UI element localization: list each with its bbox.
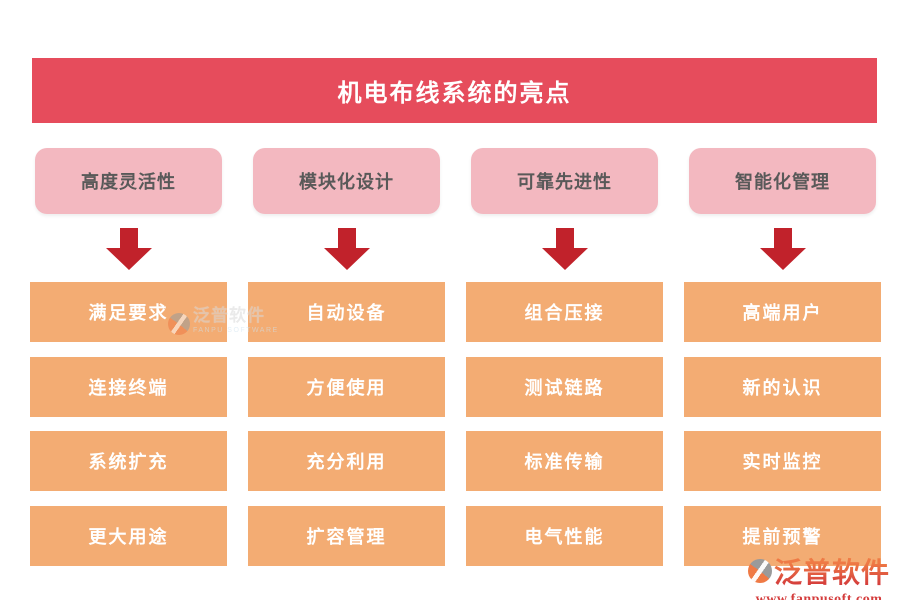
category-header-label: 高度灵活性 [81,172,176,192]
feature-box: 电气性能 [466,505,663,566]
feature-label: 测试链路 [524,377,605,398]
down-arrow-icon [759,228,806,270]
feature-label: 自动设备 [306,303,387,323]
down-arrow-icon [323,228,370,270]
page-title: 机电布线系统的亮点 [337,80,572,107]
feature-label: 新的认识 [742,377,823,398]
category-header: 模块化设计 [253,148,440,214]
feature-label: 更大用途 [88,526,169,547]
feature-label: 连接终端 [88,377,169,398]
feature-label: 电气性能 [524,526,605,547]
feature-label: 标准传输 [524,452,605,472]
feature-box: 标准传输 [466,431,663,491]
feature-box: 提前预警 [684,505,881,566]
down-arrow-icon [105,228,152,270]
columns-grid: 高度灵活性 满足要求 连接终端 系统扩充 更大用途 模块化设计 自动设备 方便使… [30,148,881,566]
feature-label: 方便使用 [306,377,387,398]
feature-label: 提前预警 [742,526,823,547]
item-list: 组合压接 测试链路 标准传输 电气性能 [466,282,663,566]
feature-box: 新的认识 [684,356,881,417]
feature-box: 高端用户 [684,282,881,342]
feature-label: 高端用户 [742,303,823,323]
footer-brand-url: www.fanpusoft.com [755,592,883,600]
feature-box: 自动设备 [248,282,445,342]
category-header-label: 智能化管理 [735,172,830,192]
feature-box: 实时监控 [684,431,881,491]
column-modularity: 模块化设计 自动设备 方便使用 充分利用 扩容管理 [248,148,445,566]
feature-label: 实时监控 [742,452,823,472]
feature-label: 扩容管理 [306,526,387,547]
feature-label: 满足要求 [88,303,169,323]
column-intelligence: 智能化管理 高端用户 新的认识 实时监控 提前预警 [684,148,881,566]
category-header: 可靠先进性 [471,148,658,214]
category-header: 高度灵活性 [35,148,222,214]
down-arrow-icon [541,228,588,270]
feature-box: 测试链路 [466,356,663,417]
column-reliability: 可靠先进性 组合压接 测试链路 标准传输 电气性能 [466,148,663,566]
feature-box: 满足要求 [30,282,227,342]
feature-box: 充分利用 [248,431,445,491]
item-list: 满足要求 连接终端 系统扩充 更大用途 [30,282,227,566]
item-list: 高端用户 新的认识 实时监控 提前预警 [684,282,881,566]
feature-label: 组合压接 [524,303,605,323]
feature-label: 充分利用 [306,452,387,472]
category-header: 智能化管理 [689,148,876,214]
feature-box: 系统扩充 [30,431,227,491]
feature-box: 组合压接 [466,282,663,342]
feature-box: 扩容管理 [248,505,445,566]
column-flexibility: 高度灵活性 满足要求 连接终端 系统扩充 更大用途 [30,148,227,566]
title-banner: 机电布线系统的亮点 [32,58,877,123]
item-list: 自动设备 方便使用 充分利用 扩容管理 [248,282,445,566]
feature-label: 系统扩充 [88,452,169,472]
feature-box: 更大用途 [30,505,227,566]
category-header-label: 模块化设计 [299,172,394,192]
category-header-label: 可靠先进性 [517,172,612,192]
feature-box: 连接终端 [30,356,227,417]
feature-box: 方便使用 [248,356,445,417]
